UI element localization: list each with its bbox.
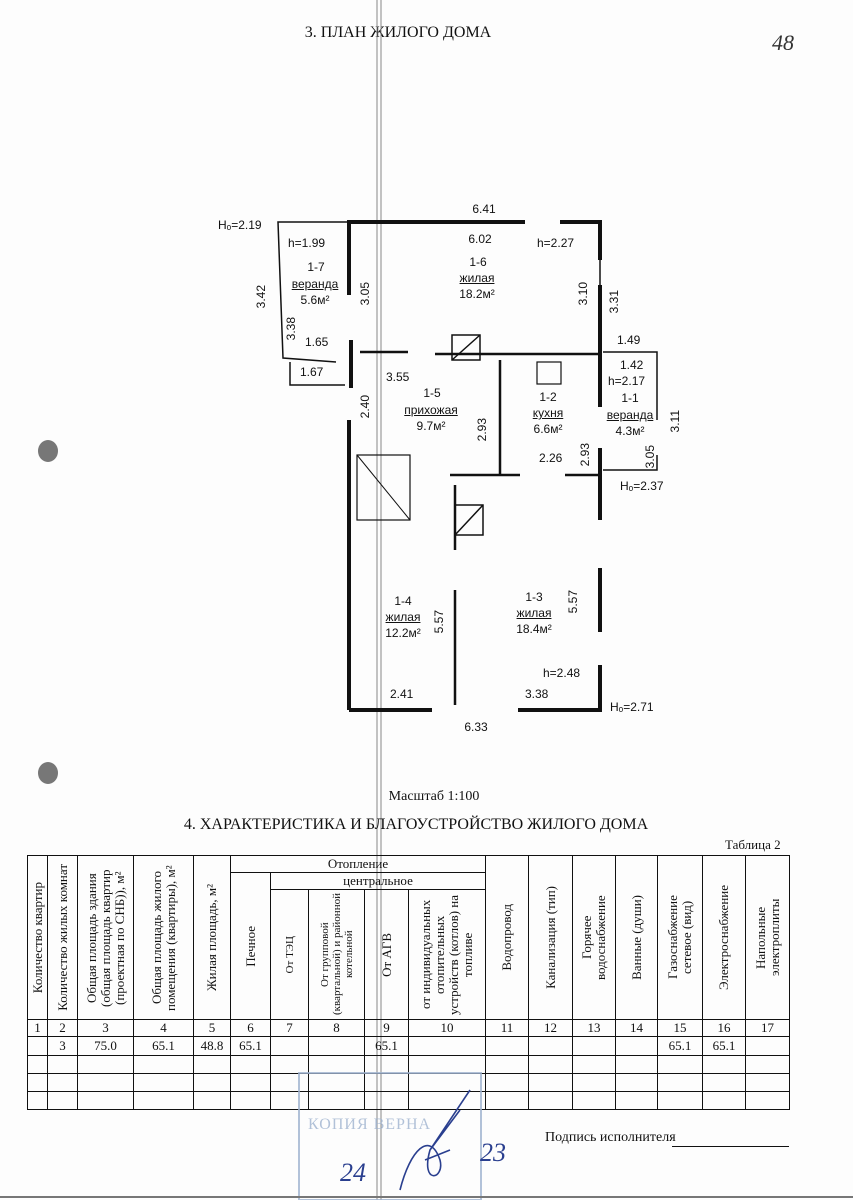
room-1-5-name: прихожая [404, 403, 458, 417]
plan-title: 3. ПЛАН ЖИЛОГО ДОМА [304, 24, 492, 41]
room-1-7-id: 1-7 [307, 260, 325, 274]
room-1-4-id: 1-4 [394, 594, 412, 608]
column-number: 16 [702, 1019, 746, 1037]
table-cell: 75.0 [77, 1036, 134, 1056]
room-1-3-id: 1-3 [525, 590, 543, 604]
column-header: Газоснабжение сетевое (вид) [657, 855, 703, 1020]
punch-hole [38, 762, 58, 784]
level-mark-2: Hₒ=2.37 [620, 479, 664, 493]
room-1-7-area: 5.6м² [300, 293, 330, 307]
stamp-date-day: 24 [340, 1158, 366, 1187]
dim-6-41: 6.41 [472, 202, 496, 216]
room-1-1-id: 1-1 [621, 391, 639, 405]
signature-line [672, 1146, 789, 1147]
column-header: Жилая площадь, м² [193, 855, 231, 1020]
table-row-empty [27, 1055, 790, 1074]
column-header: Общая площадь жилого помещения (квартиры… [133, 855, 194, 1020]
room-1-5-id: 1-5 [423, 386, 441, 400]
room-1-7-name: веранда [291, 277, 339, 291]
room-1-7-height: h=1.99 [288, 236, 326, 250]
page-number: 48 [772, 30, 794, 55]
column-header: Напольные электроплиты [745, 855, 790, 1020]
room-1-2-id: 1-2 [539, 390, 557, 404]
room-1-5-area: 9.7м² [416, 419, 446, 433]
column-header: Электроснабжение [702, 855, 746, 1020]
punch-hole [38, 440, 58, 462]
room-1-6-name: жилая [459, 271, 495, 285]
table-title: 4. ХАРАКТЕРИСТИКА И БЛАГОУСТРОЙСТВО ЖИЛО… [183, 816, 649, 833]
dim-3-55: 3.55 [386, 370, 410, 384]
room-1-3-area: 18.4м² [516, 622, 552, 636]
signature-label: Подпись исполнителя [545, 1130, 676, 1145]
room-1-2-area: 6.6м² [533, 422, 563, 436]
stamp-text: КОПИЯ ВЕРНА [308, 1116, 432, 1133]
dim-6-33: 6.33 [464, 720, 488, 734]
dim-2-41: 2.41 [390, 687, 414, 701]
level-mark-1: Hₒ=2.19 [218, 218, 262, 232]
table-cell: 65.1 [657, 1036, 703, 1056]
table-caption: Таблица 2 [725, 837, 781, 852]
level-mark-3: Hₒ=2.71 [610, 700, 654, 714]
room-1-2-name: кухня [532, 406, 564, 420]
dim-1-65: 1.65 [305, 335, 329, 349]
dim-1-49: 1.49 [617, 333, 641, 347]
table-cell [745, 1091, 790, 1110]
room-1-1-height: h=2.17 [608, 374, 646, 388]
room-1-3-name: жилая [516, 606, 552, 620]
room-1-1-name: веранда [606, 408, 654, 422]
page-edge [0, 1196, 853, 1198]
column-header: От АГВ [364, 889, 409, 1020]
plan-scale: Масштаб 1:100 [388, 789, 480, 804]
room-1-1-area: 4.3м² [615, 424, 645, 438]
verandas [277, 221, 658, 471]
room-1-4-name: жилая [385, 610, 421, 624]
room-1-6-id: 1-6 [469, 255, 487, 269]
room-1-6-area: 18.2м² [459, 287, 495, 301]
table-row-empty [27, 1091, 790, 1110]
dim-1-42: 1.42 [620, 358, 644, 372]
table-cell: 65.1 [230, 1036, 271, 1056]
inner-walls [360, 350, 600, 705]
column-header: Ванные (души) [615, 855, 658, 1020]
column-header: от индивидуальных отопительных устройств… [408, 889, 486, 1020]
dim-3-38b: 3.38 [525, 687, 549, 701]
dim-1-67: 1.67 [300, 365, 324, 379]
stamp-date-year: 23 [480, 1138, 506, 1167]
room-1-6-height: h=2.27 [537, 236, 575, 250]
column-header: Количество жилых комнат [47, 855, 78, 1020]
dim-2-26: 2.26 [539, 451, 563, 465]
room-1-3-height: h=2.48 [543, 666, 581, 680]
dim-6-02: 6.02 [468, 232, 492, 246]
room-1-4-area: 12.2м² [385, 626, 421, 640]
